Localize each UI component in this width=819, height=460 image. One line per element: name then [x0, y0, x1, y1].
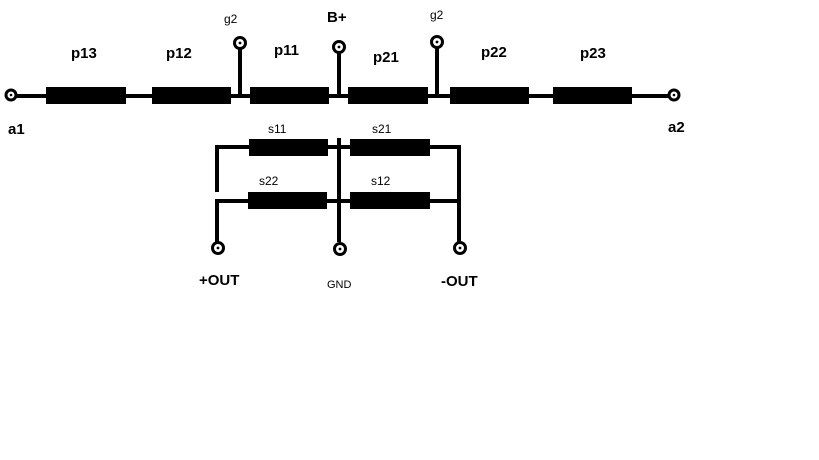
- label-p12: p12: [166, 45, 192, 62]
- secondary-left-top-wire: [215, 145, 253, 192]
- winding-p21: [348, 87, 428, 104]
- label-p11: p11: [274, 42, 299, 59]
- secondary-left-bottom-wire: [215, 199, 253, 242]
- label-s12: s12: [371, 174, 391, 188]
- label-p13: p13: [71, 45, 97, 62]
- label-g2-right: g2: [430, 8, 444, 22]
- label-g2-left: g2: [224, 12, 238, 26]
- label-b-plus: B+: [327, 9, 347, 26]
- label-s11: s11: [268, 122, 287, 136]
- label-a1: a1: [8, 121, 25, 138]
- terminal-a1: [4, 88, 18, 102]
- label-a2: a2: [668, 119, 685, 136]
- terminal-g2-left: [233, 36, 247, 50]
- winding-s11: [249, 139, 328, 156]
- winding-s21: [350, 139, 430, 156]
- terminal-b-plus: [332, 40, 346, 54]
- label-out-plus: +OUT: [199, 272, 239, 289]
- terminal-a2: [667, 88, 681, 102]
- winding-p11: [250, 87, 329, 104]
- terminal-out-minus: [453, 241, 467, 255]
- terminal-out-plus: [211, 241, 225, 255]
- label-gnd: GND: [327, 279, 352, 291]
- terminal-g2-right: [430, 35, 444, 49]
- label-s21: s21: [372, 122, 392, 136]
- label-s22: s22: [259, 174, 279, 188]
- label-p23: p23: [580, 45, 606, 62]
- winding-s22: [248, 192, 327, 209]
- winding-p13: [46, 87, 126, 104]
- winding-s12: [350, 192, 430, 209]
- secondary-right-wire: [426, 145, 461, 242]
- winding-p12: [152, 87, 231, 104]
- terminal-gnd: [333, 242, 347, 256]
- label-p22: p22: [481, 44, 507, 61]
- winding-p22: [450, 87, 529, 104]
- winding-p23: [553, 87, 632, 104]
- label-out-minus: -OUT: [441, 273, 478, 290]
- label-p21: p21: [373, 49, 399, 66]
